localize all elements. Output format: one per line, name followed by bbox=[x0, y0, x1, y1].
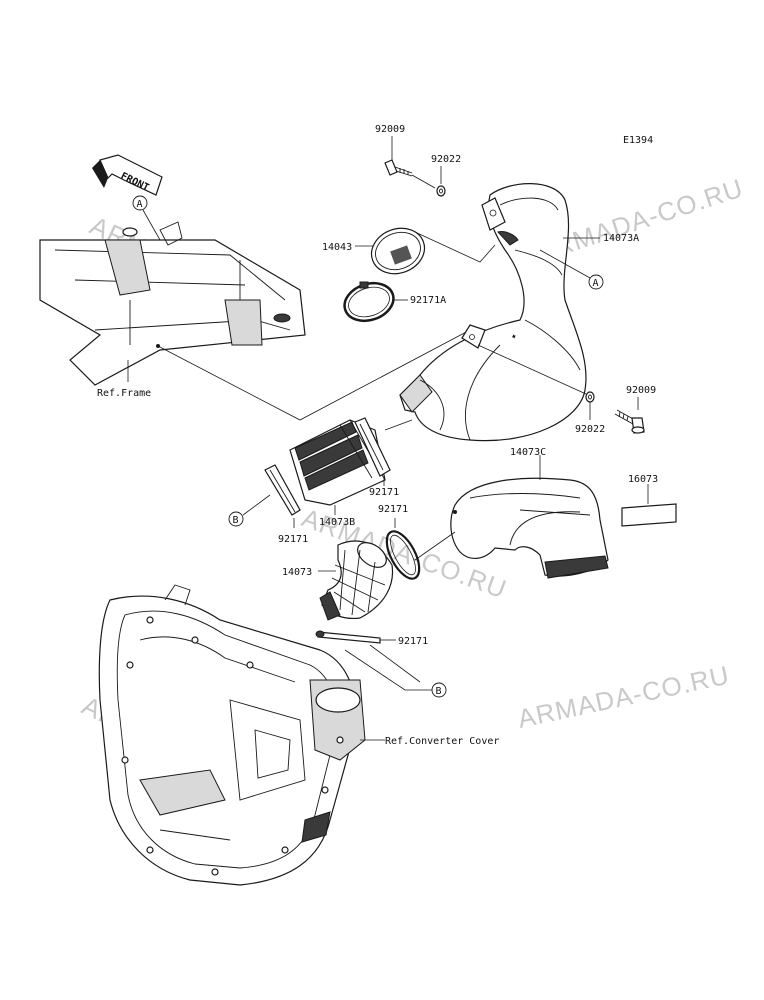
callout-b-left: B bbox=[228, 494, 271, 527]
callout-a-frame: A bbox=[132, 195, 161, 241]
callout-b-lower: B bbox=[344, 644, 447, 698]
label-92009-right: 92009 bbox=[626, 385, 656, 396]
label-sticker-16073 bbox=[621, 503, 677, 527]
watermark-bottom-right: ARMADA-CO.RU bbox=[515, 660, 732, 734]
bolt-92009-top bbox=[384, 159, 413, 177]
label-92171-mid2: 92171 bbox=[378, 504, 408, 515]
label-14073: 14073 bbox=[282, 567, 312, 578]
callout-a-duct: A bbox=[539, 249, 604, 290]
clamp-92171-low bbox=[315, 630, 381, 644]
clamp-92171-left bbox=[264, 464, 301, 516]
label-14043: 14043 bbox=[322, 242, 352, 253]
label-92171-left: 92171 bbox=[278, 534, 308, 545]
bellows-14073b bbox=[289, 419, 386, 506]
svg-text:✦: ✦ bbox=[509, 330, 518, 342]
washer-92022-right bbox=[585, 391, 595, 403]
washer-92022-top bbox=[436, 185, 446, 197]
svg-text:A: A bbox=[593, 278, 599, 289]
svg-text:B: B bbox=[436, 686, 442, 697]
ref-frame-label: Ref.Frame bbox=[97, 388, 151, 399]
svg-text:A: A bbox=[137, 199, 143, 210]
bolt-92009-right bbox=[614, 409, 645, 434]
ref-converter-label: Ref.Converter Cover bbox=[385, 736, 499, 747]
label-92171-mid: 92171 bbox=[369, 487, 399, 498]
label-14073c: 14073C bbox=[510, 447, 546, 458]
label-92009-top: 92009 bbox=[375, 124, 405, 135]
label-14073a: 14073A bbox=[603, 233, 639, 244]
clamp-92171-mid bbox=[354, 417, 391, 477]
clamp-92171-mid2 bbox=[385, 530, 421, 580]
converter-cover-reference bbox=[98, 584, 366, 886]
elbow-boot-14073 bbox=[319, 540, 394, 621]
front-arrow-icon: FRONT bbox=[92, 154, 163, 196]
frame-reference bbox=[39, 221, 306, 386]
filter-screen-14043 bbox=[370, 227, 426, 275]
label-92022-top: 92022 bbox=[431, 154, 461, 165]
label-14073b: 14073B bbox=[319, 517, 355, 528]
svg-text:B: B bbox=[233, 515, 239, 526]
ref-frame-leader bbox=[157, 329, 471, 421]
label-92171a: 92171A bbox=[410, 295, 446, 306]
clamp-92171a bbox=[343, 281, 395, 323]
air-duct-14073a: ✦ bbox=[399, 183, 587, 442]
duct-14073c bbox=[450, 477, 609, 579]
label-92171-low: 92171 bbox=[398, 636, 428, 647]
label-16073: 16073 bbox=[628, 474, 658, 485]
diagram-code: E1394 bbox=[623, 135, 653, 146]
label-92022-right: 92022 bbox=[575, 424, 605, 435]
